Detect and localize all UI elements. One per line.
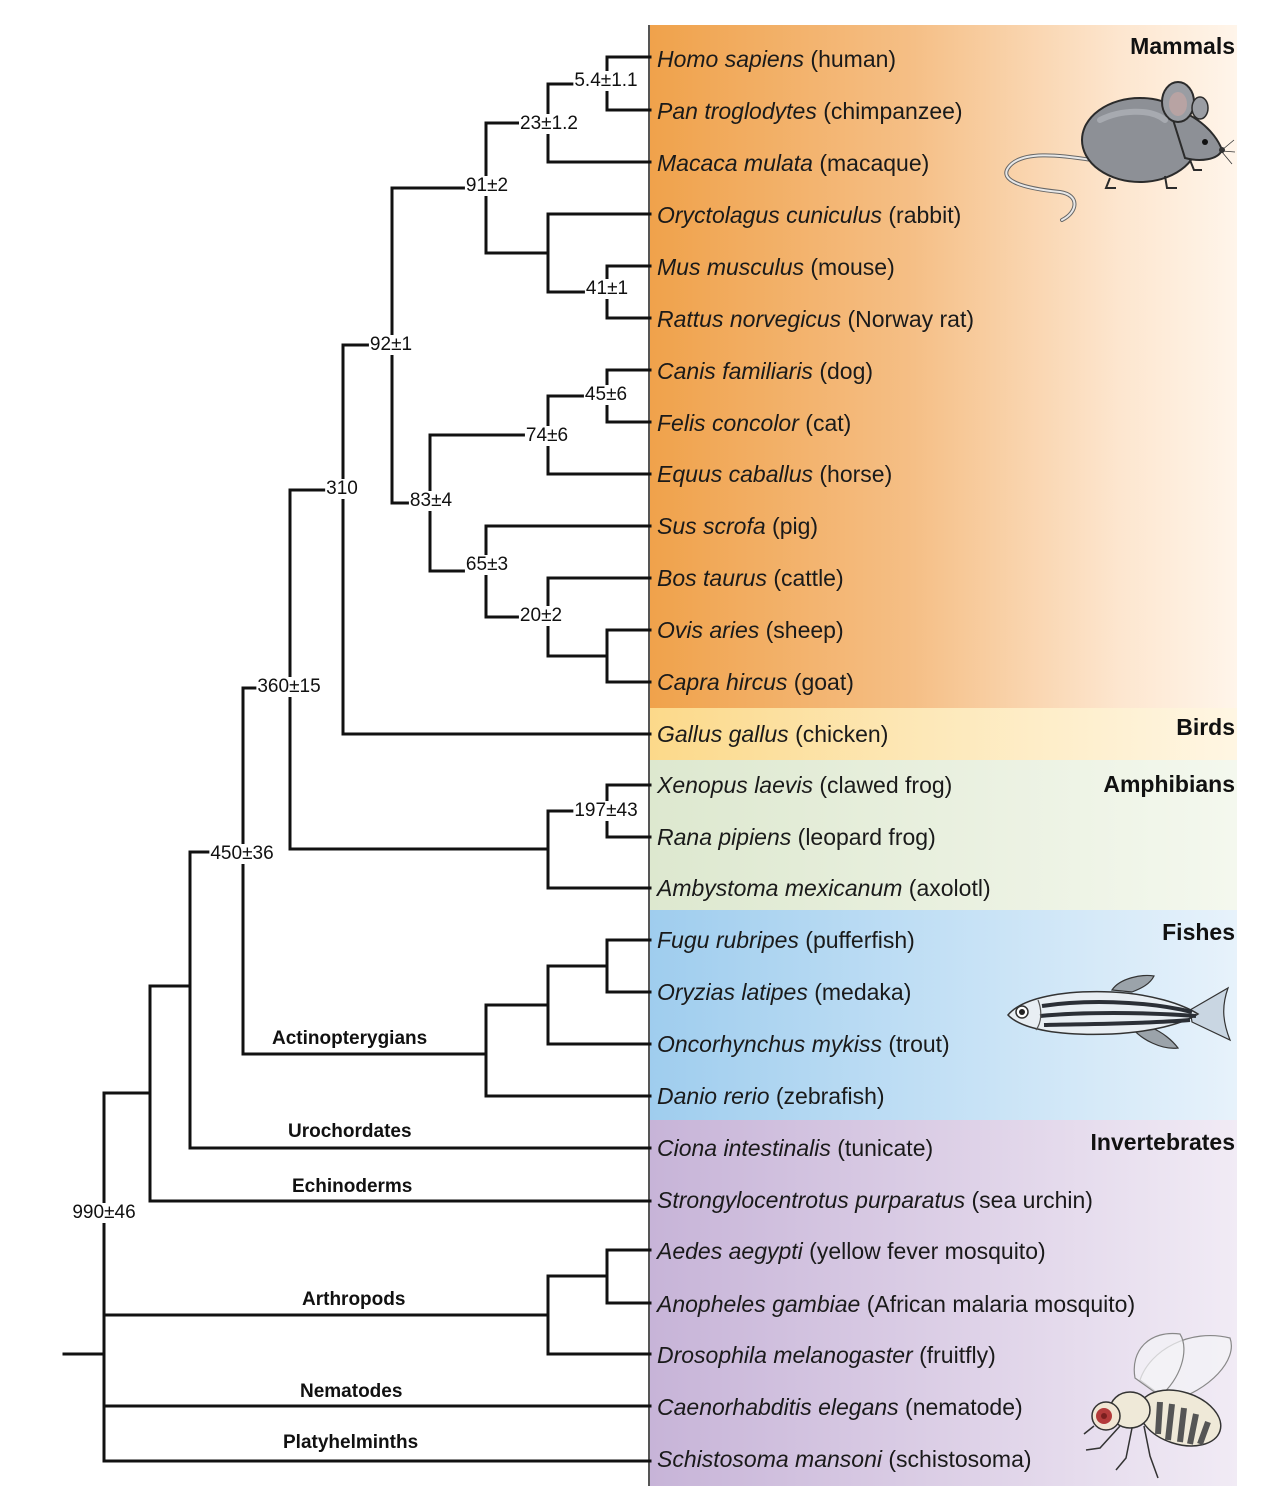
zebrafish-illustration <box>1007 974 1232 1049</box>
species-label: Mus musculus (mouse) <box>657 254 895 280</box>
species-label: Felis concolor (cat) <box>657 410 852 436</box>
node-label: 65±3 <box>464 554 510 575</box>
node-label: 990±46 <box>71 1202 137 1223</box>
node-label: 74±6 <box>524 425 570 446</box>
species-label: Caenorhabditis elegans (nematode) <box>657 1394 1023 1420</box>
group-label-invertebrates: Invertebrates <box>1090 1129 1235 1155</box>
clade-label-platyhelminths: Platyhelminths <box>283 1432 419 1453</box>
group-label-fishes: Fishes <box>1162 919 1235 945</box>
node-label: 5.4±1.1 <box>573 70 639 91</box>
species-label: Xenopus laevis (clawed frog) <box>657 772 953 798</box>
fruitfly-illustration <box>1083 1332 1232 1479</box>
species-label: Sus scrofa (pig) <box>657 513 819 539</box>
species-label: Schistosoma mansoni (schistosoma) <box>657 1446 1032 1472</box>
species-label: Gallus gallus (chicken) <box>657 721 889 747</box>
divider-line <box>648 25 650 1486</box>
node-label: 20±2 <box>518 605 564 626</box>
clade-label-actinopterygians: Actinopterygians <box>272 1028 428 1049</box>
species-label: Capra hircus (goat) <box>657 669 854 695</box>
group-label-amphibians: Amphibians <box>1103 771 1235 797</box>
species-label: Homo sapiens (human) <box>657 46 897 72</box>
species-label: Ciona intestinalis (tunicate) <box>657 1135 934 1161</box>
species-label: Aedes aegypti (yellow fever mosquito) <box>657 1238 1046 1264</box>
node-label: 45±6 <box>583 384 629 405</box>
species-label: Fugu rubripes (pufferfish) <box>657 927 915 953</box>
species-label: Bos taurus (cattle) <box>657 565 844 591</box>
species-label: Macaca mulata (macaque) <box>657 150 930 176</box>
birds-band <box>650 708 1237 760</box>
species-label: Drosophila melanogaster (fruitfly) <box>657 1342 996 1368</box>
group-label-birds: Birds <box>1176 714 1235 740</box>
group-label-mammals: Mammals <box>1130 33 1235 59</box>
species-label: Oncorhynchus mykiss (trout) <box>657 1031 950 1057</box>
species-label: Oryctolagus cuniculus (rabbit) <box>657 202 962 228</box>
species-label: Rana pipiens (leopard frog) <box>657 824 936 850</box>
mouse-illustration <box>1004 81 1235 222</box>
amphibians-band <box>650 760 1237 910</box>
species-label: Danio rerio (zebrafish) <box>657 1083 885 1109</box>
species-label: Ambystoma mexicanum (axolotl) <box>657 875 991 901</box>
node-label: 197±43 <box>573 800 639 821</box>
clade-label-urochordates: Urochordates <box>288 1121 412 1142</box>
node-label: 83±4 <box>408 490 454 511</box>
species-label: Canis familiaris (dog) <box>657 358 874 384</box>
node-label: 92±1 <box>368 334 414 355</box>
species-label: Equus caballus (horse) <box>657 461 893 487</box>
node-label: 360±15 <box>256 676 322 697</box>
node-label: 23±1.2 <box>519 113 579 134</box>
species-label: Rattus norvegicus (Norway rat) <box>657 306 974 332</box>
clade-label-arthropods: Arthropods <box>302 1289 406 1310</box>
species-label: Anopheles gambiae (African malaria mosqu… <box>657 1291 1136 1317</box>
clade-label-nematodes: Nematodes <box>300 1381 403 1402</box>
node-label: 41±1 <box>584 278 630 299</box>
species-label: Oryzias latipes (medaka) <box>657 979 912 1005</box>
node-label: 450±36 <box>209 843 275 864</box>
node-label: 91±2 <box>464 175 510 196</box>
node-label: 310 <box>325 478 359 499</box>
species-label: Ovis aries (sheep) <box>657 617 844 643</box>
species-label: Pan troglodytes (chimpanzee) <box>657 98 963 124</box>
clade-label-echinoderms: Echinoderms <box>292 1176 413 1197</box>
species-label: Strongylocentrotus purparatus (sea urchi… <box>657 1187 1093 1213</box>
